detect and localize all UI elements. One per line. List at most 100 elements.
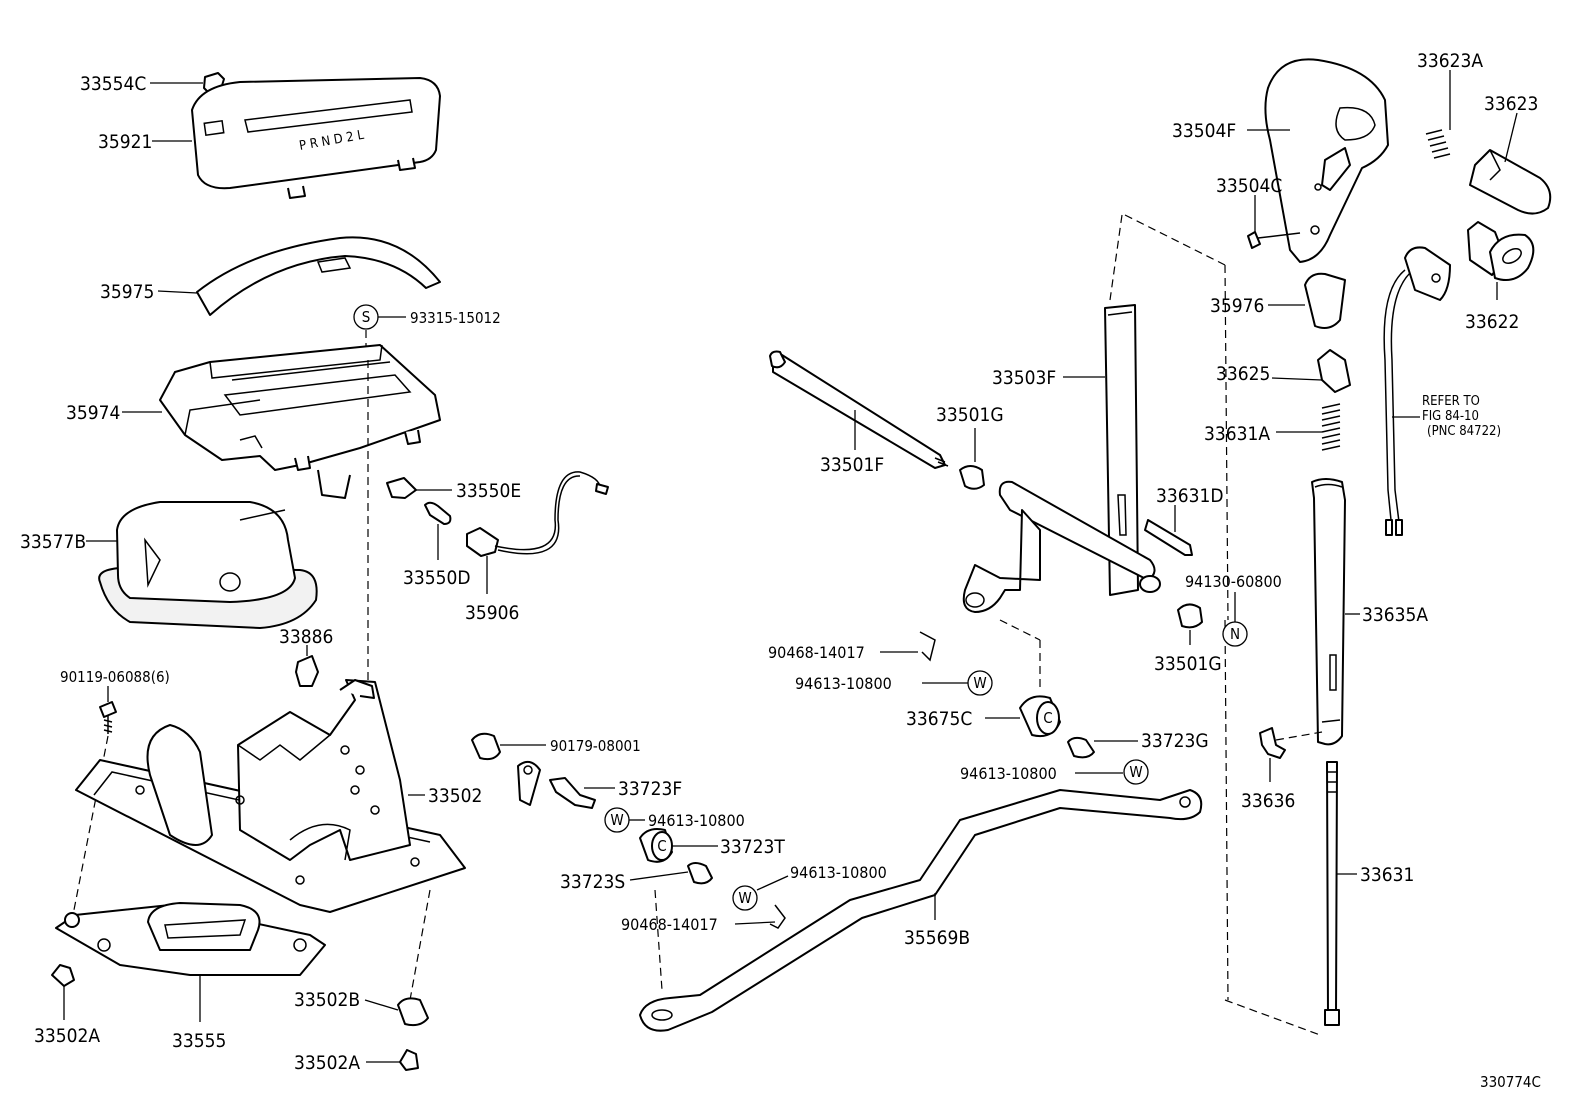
label-33631a: 33631A [1204, 423, 1270, 445]
label-33636: 33636 [1241, 790, 1295, 812]
symbol-w-circle-b [732, 885, 758, 911]
label-33503f: 33503F [992, 367, 1056, 389]
symbol-w-d: W [1129, 763, 1142, 781]
label-33502b: 33502B [294, 989, 360, 1011]
label-33635a: 33635A [1362, 604, 1428, 626]
part-33503f-lever [962, 304, 1161, 613]
refer-note-line2: FIG 84-10 [1422, 409, 1479, 424]
symbol-w-c: W [973, 674, 986, 692]
label-35975: 35975 [100, 281, 154, 303]
label-33501g-bottom: 33501G [1154, 653, 1222, 675]
symbol-s: S [362, 308, 371, 326]
symbol-w-circle-c [967, 670, 993, 696]
part-33502b-grommet [397, 997, 429, 1027]
part-33502-base [75, 679, 466, 913]
part-33675c-bushing: C [1019, 695, 1061, 738]
symbol-n-circle [1222, 621, 1248, 647]
part-33623-button [1469, 149, 1552, 215]
part-33723g-spacer [1067, 736, 1095, 759]
part-35976-boot [1304, 272, 1346, 329]
label-33723f: 33723F [618, 778, 682, 800]
symbol-n: N [1230, 625, 1240, 643]
label-90179-08001: 90179-08001 [550, 737, 641, 755]
label-35976: 35976 [1210, 295, 1264, 317]
label-33723t: 33723T [720, 836, 785, 858]
label-33625: 33625 [1216, 363, 1270, 385]
label-94613-c: 94613-10800 [795, 674, 892, 693]
part-33886 [295, 655, 319, 687]
label-33723s: 33723S [560, 871, 625, 893]
part-33723t-bushing: C [639, 828, 673, 863]
part-35975-trim-plate [196, 236, 441, 316]
label-90119-06088: 90119-06088(6) [60, 668, 170, 686]
label-33631d: 33631D [1156, 485, 1224, 507]
label-33622: 33622 [1465, 311, 1519, 333]
symbol-w-circle-d [1123, 759, 1149, 785]
part-33631a-spring [1321, 403, 1341, 451]
label-94130-60800: 94130-60800 [1185, 572, 1282, 591]
label-35569b: 35569B [904, 927, 970, 949]
label-33554c: 33554C [80, 73, 146, 95]
label-33886: 33886 [279, 626, 333, 648]
part-33631d-pin [1144, 519, 1193, 556]
part-35921-indicator-cover: P R N D 2 L [191, 77, 441, 199]
label-33501f: 33501F [820, 454, 884, 476]
label-35906: 35906 [465, 602, 519, 624]
part-90119-bolt [99, 701, 117, 734]
part-33723f-pin [549, 777, 596, 809]
refer-note-line3: (PNC 84722) [1427, 424, 1501, 439]
part-33623a-spring [1425, 129, 1451, 159]
label-33723g: 33723G [1141, 730, 1209, 752]
part-33723s-spacer [687, 862, 713, 885]
part-35906-switch [466, 471, 609, 557]
part-33635a-tube [1311, 478, 1346, 746]
part-33577b-cover [98, 501, 318, 629]
label-93315-15012: 93315-15012 [410, 309, 501, 327]
symbol-c-33723t: C [657, 837, 666, 855]
part-90179-bushing [471, 732, 501, 761]
label-90468-a: 90468-14017 [768, 643, 865, 662]
part-33502a-grommet-left [51, 964, 75, 987]
part-33555-plate [55, 902, 326, 976]
part-90468-clip-a [919, 631, 936, 662]
label-33502a-left: 33502A [34, 1025, 100, 1047]
part-33501g-bushing-bottom [1177, 603, 1203, 629]
label-33502: 33502 [428, 785, 482, 807]
label-33550d: 33550D [403, 567, 471, 589]
label-35974: 35974 [66, 402, 120, 424]
part-33636-clip [1259, 727, 1286, 759]
label-33504c: 33504C [1216, 175, 1282, 197]
label-33550e: 33550E [456, 480, 521, 502]
part-33501g-bushing-top [959, 465, 985, 490]
part-33502a-grommet-bottom [399, 1049, 419, 1071]
part-33625-rod-top [1317, 349, 1351, 393]
part-90468-clip-b [769, 904, 786, 929]
label-94613-a: 94613-10800 [648, 811, 745, 830]
label-35921: 35921 [98, 131, 152, 153]
part-33550d-bulb [424, 501, 452, 525]
refer-note-line1: REFER TO [1422, 394, 1480, 409]
symbol-w-a: W [610, 811, 623, 829]
label-94613-b: 94613-10800 [790, 863, 887, 882]
part-33631-rod [1324, 761, 1340, 1026]
label-33577b: 33577B [20, 531, 86, 553]
part-33622-switch [1383, 221, 1535, 536]
part-33504f-knob [1264, 58, 1389, 263]
label-33555: 33555 [172, 1030, 226, 1052]
part-35569b-rod [639, 789, 1203, 1032]
symbol-c-33675c: C [1043, 709, 1052, 727]
symbol-w-b: W [738, 889, 751, 907]
part-35974-housing [159, 344, 441, 499]
label-33631: 33631 [1360, 864, 1414, 886]
part-link-bracket [517, 760, 541, 806]
label-33623: 33623 [1484, 93, 1538, 115]
part-33501f-shaft [769, 350, 949, 469]
label-33675c: 33675C [906, 708, 972, 730]
label-90468-b: 90468-14017 [621, 915, 718, 934]
label-94613-d: 94613-10800 [960, 764, 1057, 783]
label-33501g-top: 33501G [936, 404, 1004, 426]
label-33502a-bottom: 33502A [294, 1052, 360, 1074]
label-33623a: 33623A [1417, 50, 1483, 72]
part-33504c-screw [1247, 231, 1301, 249]
